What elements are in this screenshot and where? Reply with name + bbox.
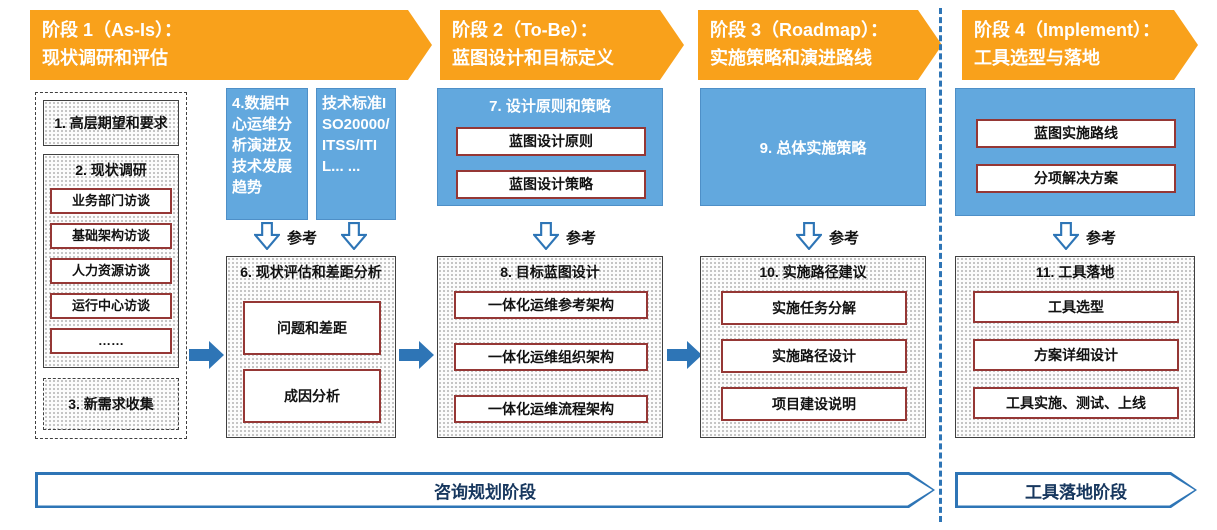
reference-arrow-down-1	[254, 222, 280, 250]
project-construction-item: 项目建设说明	[721, 387, 907, 421]
interview-item-ellipsis: ……	[50, 328, 172, 355]
box-11-tool-landing: 11. 工具落地 工具选型 方案详细设计 工具实施、测试、上线	[955, 256, 1195, 438]
interview-item-operations-center: 运行中心访谈	[50, 293, 172, 320]
phase-3-line2: 实施策略和演进路线	[710, 47, 872, 68]
flow-arrow-right-2	[399, 341, 434, 369]
phase-3-banner: 阶段 3（Roadmap）： 实施策略和演进路线	[698, 10, 942, 80]
phase1-group-outline	[35, 92, 187, 439]
box-9-overall-strategy: 9. 总体实施策略	[700, 88, 926, 206]
reference-arrow-down-4	[796, 222, 822, 250]
interview-item-infrastructure: 基础架构访谈	[50, 223, 172, 250]
phase-2-line2: 蓝图设计和目标定义	[452, 47, 614, 68]
interview-item-hr: 人力资源访谈	[50, 258, 172, 285]
consulting-stage-label: 咨询规划阶段	[434, 482, 536, 502]
box-8-target-blueprint: 8. 目标蓝图设计 一体化运维参考架构 一体化运维组织架构 一体化运维流程架构	[437, 256, 663, 438]
reference-label-4: 参考	[1086, 230, 1117, 247]
blueprint-route-item: 蓝图实施路线	[976, 119, 1176, 148]
phase-1-banner: 阶段 1（As-Is）： 现状调研和评估	[30, 10, 432, 80]
tool-stage-arrow: 工具落地阶段	[955, 472, 1197, 508]
gap-item-problems: 问题和差距	[243, 301, 381, 355]
interview-item-business: 业务部门访谈	[50, 188, 172, 215]
box-2-title: 2. 现状调研	[75, 162, 147, 178]
phase-2-line1: 阶段 2（To-Be）：	[452, 20, 598, 40]
phase-3-line1: 阶段 3（Roadmap）：	[710, 20, 889, 40]
phase-1-line1: 阶段 1（As-Is）：	[42, 20, 183, 40]
box-6-title: 6. 现状评估和差距分析	[240, 264, 382, 280]
box-blueprint-implementation: 蓝图实施路线 分项解决方案	[955, 88, 1195, 216]
box-6-gap-analysis: 6. 现状评估和差距分析 问题和差距 成因分析	[226, 256, 396, 438]
box-3-new-requirements: 3. 新需求收集	[43, 378, 179, 430]
reference-arrow-down-5	[1053, 222, 1079, 250]
blueprint-design-strategy-item: 蓝图设计策略	[456, 170, 646, 199]
phase-4-line2: 工具选型与落地	[974, 47, 1100, 68]
path-design-item: 实施路径设计	[721, 339, 907, 373]
reference-arrow-down-3	[533, 222, 559, 250]
phase-4-banner: 阶段 4（Implement）： 工具选型与落地	[962, 10, 1198, 80]
tool-stage-label: 工具落地阶段	[1025, 482, 1127, 502]
blueprint-org-architecture-item: 一体化运维组织架构	[454, 343, 648, 371]
consulting-stage-arrow-fill	[38, 475, 933, 506]
box-11-title: 11. 工具落地	[1035, 264, 1115, 280]
box-8-title: 8. 目标蓝图设计	[500, 264, 600, 280]
tool-stage-arrow-fill	[958, 475, 1195, 506]
blueprint-design-principles-item: 蓝图设计原则	[456, 127, 646, 156]
box-2-survey: 2. 现状调研 业务部门访谈 基础架构访谈 人力资源访谈 运行中心访谈 ……	[43, 154, 179, 368]
gap-item-root-cause: 成因分析	[243, 369, 381, 423]
phase-4-line1: 阶段 4（Implement）：	[974, 20, 1161, 40]
task-breakdown-item: 实施任务分解	[721, 291, 907, 325]
box-4-dc-ops-trends: 4.数据中心运维分析演进及技术发展趋势	[226, 88, 308, 220]
tool-selection-item: 工具选型	[973, 291, 1179, 323]
box-1-expectations: 1. 高层期望和要求	[43, 100, 179, 146]
phase-separator-line	[939, 8, 942, 522]
blueprint-reference-architecture-item: 一体化运维参考架构	[454, 291, 648, 319]
interview-list: 业务部门访谈 基础架构访谈 人力资源访谈 运行中心访谈 ……	[44, 188, 178, 355]
solution-detail-design-item: 方案详细设计	[973, 339, 1179, 371]
box-7-design-principles: 7. 设计原则和策略 蓝图设计原则 蓝图设计策略	[437, 88, 663, 206]
sub-solution-item: 分项解决方案	[976, 164, 1176, 193]
flow-arrow-right-1	[189, 341, 224, 369]
blueprint-process-architecture-item: 一体化运维流程架构	[454, 395, 648, 423]
reference-label-3: 参考	[829, 230, 860, 247]
phase-1-line2: 现状调研和评估	[42, 47, 168, 68]
consulting-stage-arrow: 咨询规划阶段	[35, 472, 935, 508]
reference-label-2: 参考	[566, 230, 597, 247]
reference-arrow-down-2	[341, 222, 367, 250]
flow-arrow-right-3	[667, 341, 702, 369]
reference-label-1: 参考	[287, 230, 318, 247]
tool-implementation-item: 工具实施、测试、上线	[973, 387, 1179, 419]
box-7-title: 7. 设计原则和策略	[489, 98, 611, 115]
box-10-implementation-path: 10. 实施路径建议 实施任务分解 实施路径设计 项目建设说明	[700, 256, 926, 438]
box-5-tech-standards: 技术标准ISO20000/ITSS/ITIL... ...	[316, 88, 396, 220]
box-10-title: 10. 实施路径建议	[759, 264, 867, 280]
phase-2-banner: 阶段 2（To-Be）： 蓝图设计和目标定义	[440, 10, 684, 80]
